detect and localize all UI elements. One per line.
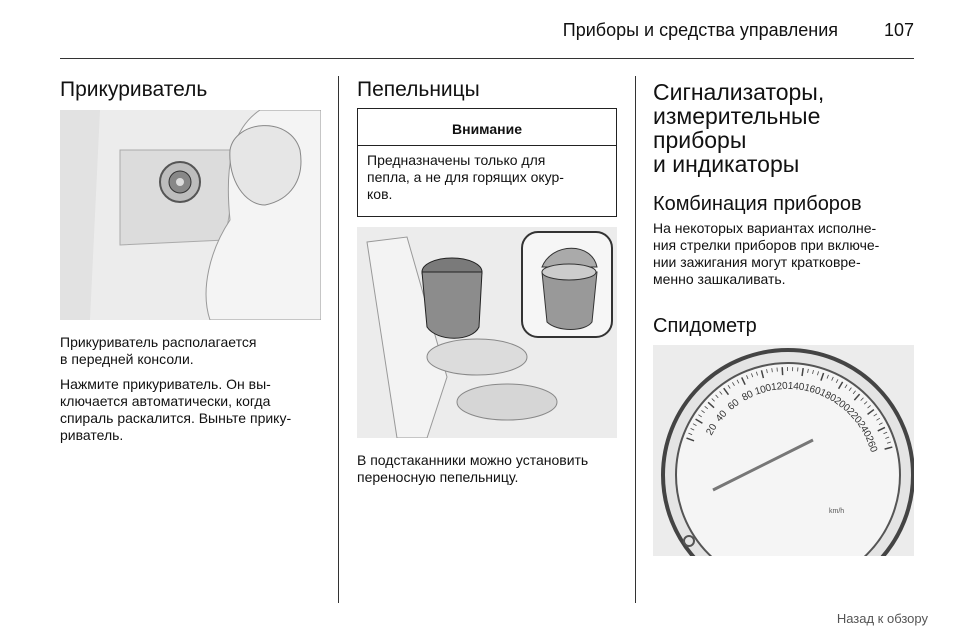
speedometer-label: 20 (704, 422, 719, 438)
speedometer-tick (801, 367, 804, 377)
speedometer-tick (771, 368, 773, 373)
speedometer-label: 160 (803, 382, 822, 397)
speedometer-tick (826, 374, 829, 379)
heading-ashtrays: Пепельницы (357, 78, 480, 101)
speedometer-tick (867, 405, 871, 409)
speedometer-label: 100 (754, 382, 774, 397)
speedometer-needle (712, 438, 814, 492)
warning-box: Внимание Предназначены только для пепла,… (357, 108, 617, 217)
back-to-overview-link[interactable]: Назад к обзору (836, 611, 928, 626)
speedometer-tick (884, 446, 893, 450)
speedometer-tick (698, 414, 702, 418)
speedometer-tick (766, 369, 768, 374)
speedometer-tick (878, 422, 883, 426)
speedometer-tick (686, 437, 695, 442)
heading-instrument-cluster: Комбинация приборов (653, 193, 862, 215)
speedometer-tick (820, 372, 825, 381)
speedometer-label: 80 (740, 389, 755, 404)
speedometer-tick (741, 377, 746, 385)
speedometer-tick (719, 391, 723, 395)
speedometer-tick (807, 368, 809, 373)
speedometer-tick (707, 401, 715, 409)
warning-title: Внимание (358, 109, 616, 146)
speedometer-unit: km/h (829, 508, 844, 515)
speedometer-tick (844, 384, 848, 389)
cigarette-lighter-image (60, 110, 321, 320)
column-divider-1 (338, 76, 339, 603)
speedometer-tick (873, 413, 878, 417)
header-rule (60, 58, 914, 59)
speedometer-tick (704, 405, 709, 410)
speedometer-tick (877, 426, 886, 432)
speedometer-ticks (686, 366, 893, 450)
page-number: 107 (883, 20, 914, 40)
paragraph-lighter-usage: Нажмите прикуриватель. Он вы- ключается … (60, 376, 292, 443)
speedometer-tick (732, 382, 735, 387)
speedometer-tick (852, 390, 856, 395)
speedometer-tick (848, 387, 852, 392)
speedometer-tick (835, 379, 839, 384)
speedometer-tick (831, 376, 834, 381)
speedometer-tick (695, 418, 703, 424)
speedometer-tick (837, 381, 844, 390)
speedometer-tick (883, 431, 888, 435)
speedometer-tick (760, 370, 765, 379)
speedometer-tick (867, 408, 875, 415)
speedometer-tick (817, 371, 819, 376)
heading-indicators: Сигнализаторы, измерительные приборы и и… (653, 79, 825, 177)
heading-cigarette-lighter: Прикуриватель (60, 78, 208, 101)
paragraph-ashtray-cupholder: В подстаканники можно установить перенос… (357, 452, 589, 485)
speedometer-tick (876, 417, 881, 421)
speedometer-tick (690, 428, 695, 431)
speedometer-tick (688, 432, 693, 436)
speedometer-tick (812, 369, 814, 375)
paragraph-lighter-location: Прикуриватель располагается в передней к… (60, 334, 257, 367)
running-header-title: Приборы и средства управления (562, 20, 838, 40)
speedometer-tick (853, 393, 861, 401)
speedometer-tick (885, 436, 890, 439)
speedometer-label: 120 (771, 381, 789, 394)
speedometer-tick (723, 387, 730, 396)
speedometer-tick (863, 401, 868, 405)
paragraph-instrument-cluster: На некоторых вариантах исполне- ния стре… (653, 220, 880, 287)
speedometer-tick (736, 379, 740, 384)
heading-speedometer: Спидометр (653, 315, 757, 337)
warning-text: Предназначены только для пепла, а не для… (367, 152, 564, 202)
column-divider-2 (635, 76, 636, 603)
speedometer-tick (756, 371, 758, 376)
speedometer-tick (715, 394, 719, 399)
ashtray-image (357, 227, 617, 438)
speedometer-tick (701, 410, 705, 414)
speedometer-tick (746, 375, 749, 380)
speedometer-tick (860, 397, 864, 401)
speedometer-label: 140 (787, 381, 805, 394)
speedometer-tick (751, 373, 754, 378)
speedometer-tick (886, 441, 891, 444)
speedometer-tick (711, 398, 715, 402)
speedometer-tick (692, 423, 697, 426)
speedometer-tick (727, 384, 731, 389)
